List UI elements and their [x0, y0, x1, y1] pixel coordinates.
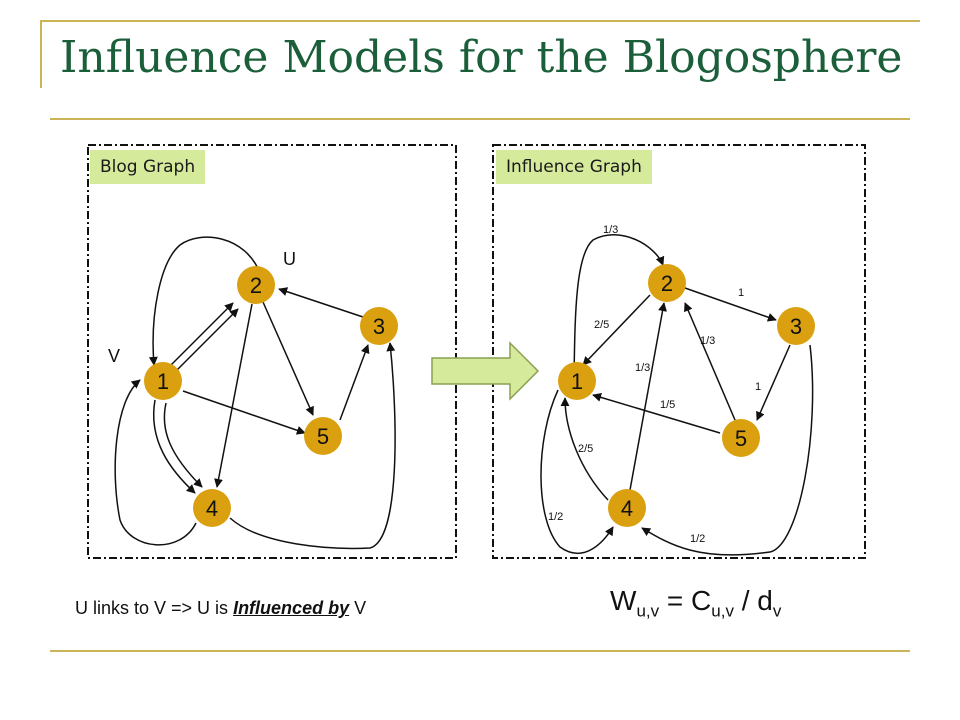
inf-edge-3-4-loop: [641, 344, 814, 556]
formula-c-sub: u,v: [711, 601, 734, 621]
inf-node-2-circle: [648, 264, 686, 302]
annotation-v: V: [108, 346, 120, 366]
inf-node-5: 5: [735, 426, 747, 451]
blog-node-5-circle: [304, 417, 342, 455]
inf-edge-1-4-loop: [540, 389, 614, 554]
node-circles: [144, 264, 815, 527]
blog-node-4-circle: [193, 489, 231, 527]
weight-5-1: 1/5: [660, 399, 675, 411]
blog-graph-label: Blog Graph: [90, 150, 206, 184]
inf-node-5-circle: [722, 419, 760, 457]
blog-node-1: 1: [157, 369, 169, 394]
weight-4-2: 1/3: [635, 362, 650, 374]
blog-node-5: 5: [317, 424, 329, 449]
inf-edge-2-1: [582, 294, 651, 366]
inf-edge-5-1: [592, 393, 721, 434]
edge-2-5: [262, 301, 314, 416]
blog-node-3: 3: [373, 314, 385, 339]
blog-node-2: 2: [250, 273, 262, 298]
inf-edge-3-5: [756, 344, 791, 421]
inf-node-3-circle: [777, 307, 815, 345]
edge-4-3-loop: [229, 342, 396, 550]
blog-node-2-circle: [237, 266, 275, 304]
frame-title-underline: [50, 118, 910, 120]
weight-1-4: 1/2: [548, 511, 563, 523]
inf-node-4-circle: [608, 489, 646, 527]
weight-5-2: 1/3: [700, 335, 715, 347]
caption-emphasis: Influenced by: [233, 598, 350, 618]
influence-graph-panel: [492, 144, 866, 559]
edge-2-4: [214, 303, 253, 488]
inf-edge-4-2: [629, 302, 667, 491]
inf-node-2: 2: [661, 271, 673, 296]
inf-edge-2-3: [684, 287, 777, 322]
edge-5-3: [339, 344, 370, 421]
weight-3-4: 1/2: [690, 533, 705, 545]
influence-graph-label: Influence Graph: [496, 150, 652, 184]
weight-1-2-top: 1/3: [603, 224, 618, 236]
formula-d-sub: v: [772, 601, 782, 621]
blog-node-3-circle: [360, 307, 398, 345]
caption-suffix: V: [349, 598, 367, 618]
frame-top-line: [40, 20, 920, 22]
page-title: Influence Models for the Blogosphere: [60, 32, 903, 83]
edge-2-1-loop: [148, 236, 261, 366]
frame-vertical-line: [40, 20, 42, 88]
blog-graph-edges: [114, 236, 396, 550]
blog-node-4: 4: [206, 496, 218, 521]
edge-3-2: [278, 287, 367, 319]
edge-1-2-a: [175, 308, 239, 372]
inf-edge-5-2: [684, 302, 736, 421]
weight-4-1: 2/5: [578, 443, 593, 455]
edge-1-4-b: [163, 402, 203, 488]
weight-2-3: 1: [738, 287, 744, 299]
caption-prefix: U links to V => U is: [75, 598, 234, 618]
inf-node-1: 1: [571, 369, 583, 394]
inf-edge-4-1: [560, 397, 609, 501]
inf-node-1-circle: [558, 362, 596, 400]
blog-graph-panel: [87, 144, 457, 559]
inf-edge-1-2-top: [573, 234, 665, 379]
weight-formula: Wu,v = Cu,v / dv: [610, 585, 781, 622]
frame-bottom-line: [50, 650, 910, 652]
formula-w-sub: u,v: [636, 601, 660, 621]
inf-node-3: 3: [790, 314, 802, 339]
weight-3-5: 1: [755, 381, 761, 393]
weight-2-1: 2/5: [594, 319, 609, 331]
annotation-u: U: [283, 249, 296, 269]
blog-node-1-circle: [144, 362, 182, 400]
edge-1-4-a: [153, 399, 196, 494]
transition-arrow: [431, 341, 540, 401]
influence-graph-edges: [540, 234, 814, 556]
influence-rule-caption: U links to V => U is Influenced by V: [75, 598, 366, 619]
edge-1-5: [182, 390, 306, 435]
formula-eq: = C: [659, 585, 712, 616]
formula-w: W: [610, 585, 637, 616]
inf-node-4: 4: [621, 496, 633, 521]
edge-1-2-b: [169, 302, 234, 367]
formula-div: / d: [733, 585, 773, 616]
edge-4-1-loop: [114, 379, 197, 546]
